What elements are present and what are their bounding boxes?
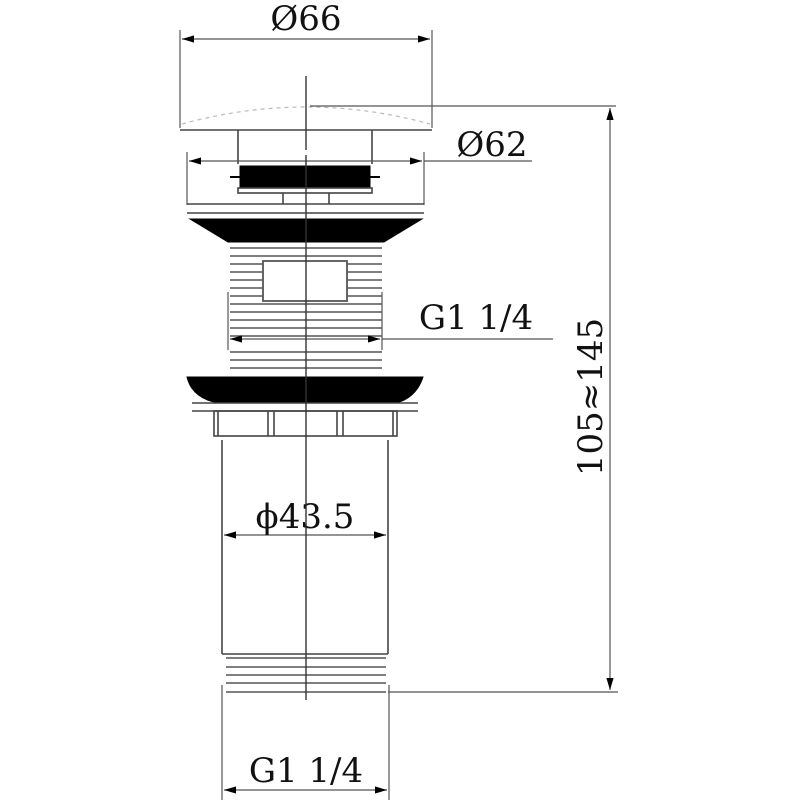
washer xyxy=(192,402,418,412)
lower-thread-label: G1 1/4 xyxy=(249,751,363,791)
lower-body xyxy=(221,440,389,655)
cap-diameter-dimension: Ø66 xyxy=(179,0,433,128)
flange-diameter-label: Ø62 xyxy=(456,125,527,165)
body-diameter-dimension: ϕ43.5 xyxy=(224,497,386,539)
lower-flange xyxy=(186,376,424,404)
overall-height-label: 105≈145 xyxy=(571,318,611,476)
upper-thread-label: G1 1/4 xyxy=(419,298,533,338)
overall-height-dimension: 105≈145 xyxy=(571,108,614,690)
upper-thread-dimension: G1 1/4 xyxy=(227,292,553,350)
cap-diameter-label: Ø66 xyxy=(270,0,341,39)
body-diameter-label: ϕ43.5 xyxy=(256,497,355,537)
lower-thread-dimension: G1 1/4 xyxy=(221,685,390,800)
